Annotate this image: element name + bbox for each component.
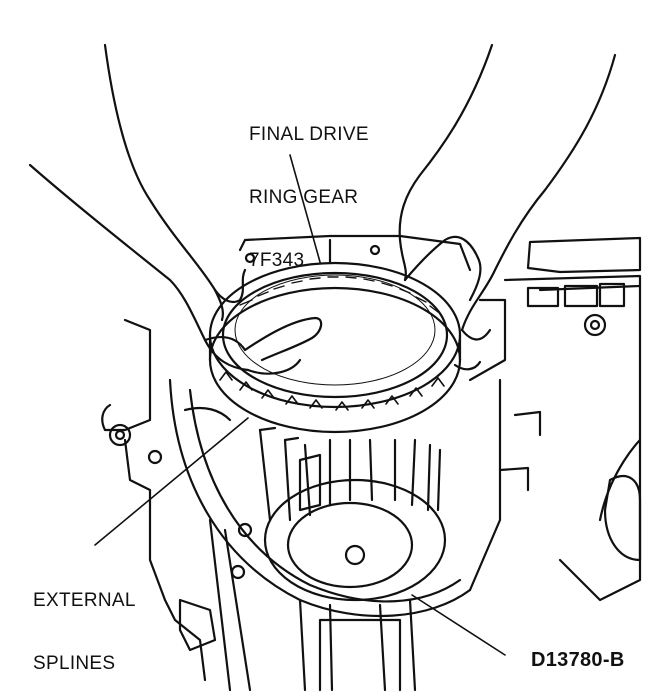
external-splines-label-line2: SPLINES [33, 653, 116, 674]
figure-id: D13780-B [531, 649, 625, 671]
ring-gear [208, 261, 462, 434]
figure-id-leader [411, 594, 506, 656]
ring-gear-label-line2: RING GEAR [249, 187, 359, 208]
external-splines-label-line1: EXTERNAL [33, 590, 136, 611]
splines-leader [94, 417, 249, 546]
external-splines-label: EXTERNAL SPLINES [33, 548, 136, 695]
ring-gear-leader [289, 154, 321, 263]
ring-gear-label: FINAL DRIVE RING GEAR 7F343 [249, 82, 369, 292]
ring-gear-label-line1: FINAL DRIVE [249, 124, 369, 145]
hands [28, 43, 617, 422]
ring-gear-label-line3: 7F343 [249, 250, 305, 271]
transmission-case [468, 236, 642, 602]
differential-gears [258, 426, 447, 602]
